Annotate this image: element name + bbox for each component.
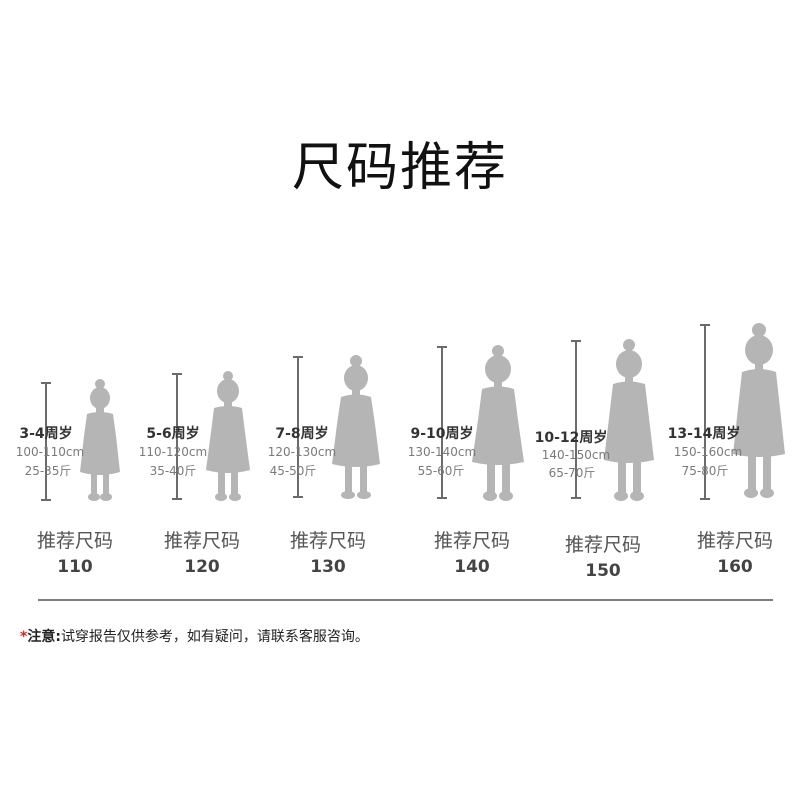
size-column: 9-10周岁 130-140cm 55-60斤 推荐尺码 140 (407, 345, 524, 577)
size-column: 13-14周岁 150-160cm 75-80斤 推荐尺码 160 (667, 323, 785, 577)
size-column: 10-12周岁 140-150cm 65-70斤 推荐尺码 150 (534, 339, 654, 581)
note-text: 试穿报告仅供参考，如有疑问，请联系客服咨询。 (60, 629, 369, 645)
height-range: 150-160cm (673, 445, 743, 459)
child-silhouette-icon (206, 371, 250, 501)
page-title: 尺码推荐 (291, 138, 508, 198)
age-range: 13-14周岁 (667, 426, 741, 442)
child-silhouette-icon (604, 339, 654, 501)
recommended-size: 130 (310, 557, 346, 577)
child-silhouette-icon (80, 379, 120, 501)
recommended-size: 150 (585, 561, 621, 581)
size-column: 3-4周岁 100-110cm 25-35斤 推荐尺码 110 (15, 379, 120, 577)
recommend-label: 推荐尺码 (36, 530, 114, 552)
weight-range: 45-50斤 (269, 464, 317, 478)
note-heading: 注意: (27, 629, 61, 645)
recommend-label: 推荐尺码 (433, 530, 511, 552)
recommended-size: 160 (717, 557, 753, 577)
age-range: 3-4周岁 (19, 426, 73, 442)
age-range: 5-6周岁 (146, 426, 200, 442)
child-silhouette-icon (472, 345, 524, 501)
child-silhouette-icon (332, 355, 380, 499)
age-range: 10-12周岁 (534, 430, 608, 446)
height-range: 100-110cm (15, 445, 85, 459)
weight-range: 75-80斤 (681, 464, 729, 478)
size-column: 5-6周岁 110-120cm 35-40斤 推荐尺码 120 (138, 371, 250, 577)
weight-range: 25-35斤 (24, 464, 72, 478)
height-range: 130-140cm (407, 445, 477, 459)
recommend-label: 推荐尺码 (564, 534, 642, 556)
disclaimer-note: *注意:试穿报告仅供参考，如有疑问，请联系客服咨询。 (20, 626, 369, 646)
recommended-size: 140 (454, 557, 490, 577)
recommend-label: 推荐尺码 (696, 530, 774, 552)
weight-range: 55-60斤 (417, 464, 465, 478)
recommend-label: 推荐尺码 (163, 530, 241, 552)
size-column: 7-8周岁 120-130cm 45-50斤 推荐尺码 130 (267, 355, 380, 577)
recommended-size: 110 (57, 557, 93, 577)
height-range: 110-120cm (138, 445, 208, 459)
recommend-label: 推荐尺码 (289, 530, 367, 552)
weight-range: 65-70斤 (548, 466, 596, 480)
height-range: 140-150cm (541, 448, 611, 462)
height-range: 120-130cm (267, 445, 337, 459)
child-silhouette-icon (733, 323, 785, 498)
recommended-size: 120 (184, 557, 220, 577)
age-range: 7-8周岁 (275, 426, 329, 442)
note-asterisk: * (20, 629, 28, 645)
divider (38, 599, 773, 601)
age-range: 9-10周岁 (410, 426, 474, 442)
weight-range: 35-40斤 (149, 464, 197, 478)
